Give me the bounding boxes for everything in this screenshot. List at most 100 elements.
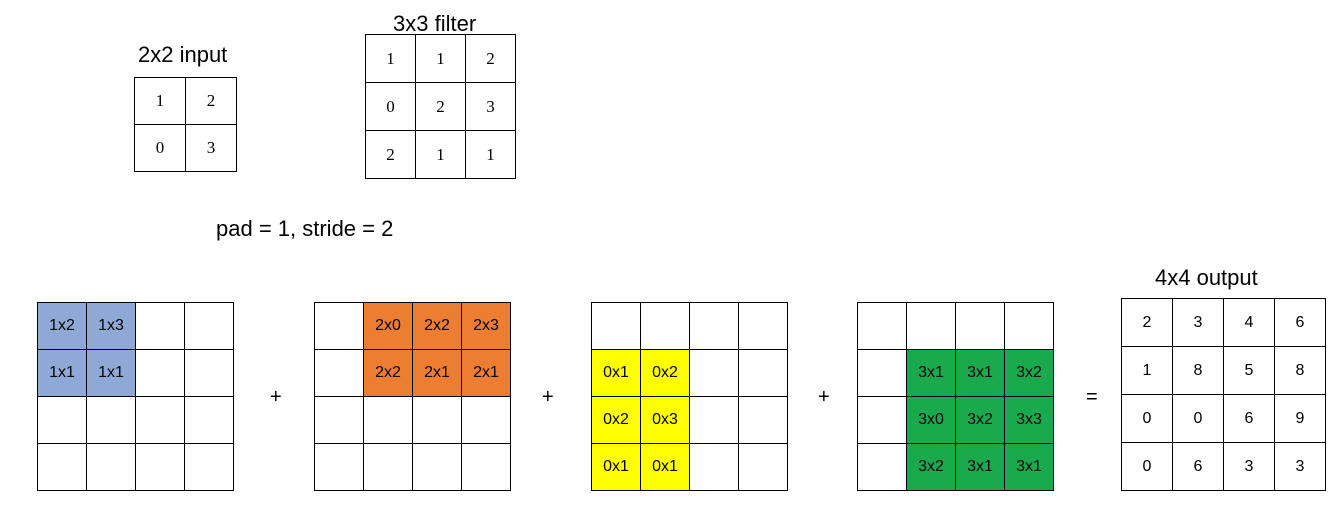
matrix-cell: 8 <box>1172 346 1224 395</box>
matrix-cell <box>738 396 788 444</box>
matrix-cell: 3 <box>465 82 516 131</box>
matrix-cell <box>184 396 234 444</box>
matrix-cell: 2 <box>185 77 237 125</box>
matrix-cell <box>857 302 907 350</box>
matrix-cell <box>738 443 788 491</box>
matrix-cell <box>363 443 413 491</box>
matrix-cell: 1 <box>1121 346 1173 395</box>
matrix-cell <box>689 396 739 444</box>
matrix-cell: 5 <box>1223 346 1275 395</box>
plus-operator: + <box>270 386 282 408</box>
matrix-cell: 8 <box>1274 346 1326 395</box>
matrix-cell <box>906 302 956 350</box>
matrix-cell: 3 <box>1274 442 1326 491</box>
matrix-cell <box>135 396 185 444</box>
matrix-row <box>37 396 234 444</box>
matrix-cell: 9 <box>1274 394 1326 443</box>
matrix-cell: 3x0 <box>906 396 956 444</box>
matrix-cell: 2x1 <box>461 349 511 397</box>
matrix-cell: 0 <box>134 124 186 172</box>
plus-operator: + <box>542 386 554 408</box>
matrix-cell <box>412 443 462 491</box>
matrix-cell: 1 <box>465 130 516 179</box>
matrix-cell: 3 <box>1172 298 1224 347</box>
matrix-cell: 1x1 <box>86 349 136 397</box>
matrix-cell <box>857 396 907 444</box>
matrix-cell: 3x2 <box>906 443 956 491</box>
matrix-cell: 0x1 <box>591 443 641 491</box>
matrix-cell: 1 <box>415 130 466 179</box>
matrix-cell: 3x2 <box>1004 349 1054 397</box>
matrix-cell <box>184 349 234 397</box>
matrix-cell <box>314 396 364 444</box>
matrix-cell <box>314 443 364 491</box>
matrix-cell <box>135 349 185 397</box>
matrix-cell: 3x1 <box>906 349 956 397</box>
matrix-cell <box>184 302 234 350</box>
matrix-cell <box>135 302 185 350</box>
matrix-cell <box>314 349 364 397</box>
matrix-cell: 0 <box>365 82 416 131</box>
matrix-cell <box>461 443 511 491</box>
matrix-cell: 1 <box>415 34 466 83</box>
matrix-cell: 4 <box>1223 298 1275 347</box>
matrix-cell <box>955 302 1005 350</box>
plus-operator: + <box>818 386 830 408</box>
matrix-row <box>314 396 511 444</box>
matrix-cell: 0x2 <box>591 396 641 444</box>
matrix-row <box>591 302 788 350</box>
params-text: pad = 1, stride = 2 <box>216 216 394 241</box>
matrix-cell <box>689 349 739 397</box>
matrix-cell: 1x3 <box>86 302 136 350</box>
matrix-cell: 3x3 <box>1004 396 1054 444</box>
matrix-cell: 1x2 <box>37 302 87 350</box>
matrix-cell: 0 <box>1121 394 1173 443</box>
matrix-cell: 2x1 <box>412 349 462 397</box>
matrix-cell <box>86 443 136 491</box>
matrix-cell: 3x1 <box>955 349 1005 397</box>
matrix-cell: 1x1 <box>37 349 87 397</box>
matrix-cell <box>314 302 364 350</box>
matrix-cell <box>689 302 739 350</box>
matrix-cell: 3x1 <box>1004 443 1054 491</box>
matrix-cell: 3x1 <box>955 443 1005 491</box>
matrix-cell: 6 <box>1274 298 1326 347</box>
matrix-cell <box>461 396 511 444</box>
matrix-cell: 6 <box>1223 394 1275 443</box>
equals-operator: = <box>1086 386 1098 408</box>
matrix-cell: 1 <box>134 77 186 125</box>
matrix-cell <box>135 443 185 491</box>
matrix-cell: 0x3 <box>640 396 690 444</box>
matrix-cell <box>738 302 788 350</box>
matrix-cell: 3 <box>1223 442 1275 491</box>
matrix-row <box>314 443 511 491</box>
matrix-cell: 2x2 <box>412 302 462 350</box>
matrix-cell <box>37 396 87 444</box>
matrix-cell: 0 <box>1121 442 1173 491</box>
matrix-cell: 2 <box>465 34 516 83</box>
matrix-cell: 2x3 <box>461 302 511 350</box>
matrix-cell: 0x1 <box>640 443 690 491</box>
matrix-cell: 2 <box>1121 298 1173 347</box>
matrix-cell <box>412 396 462 444</box>
matrix-cell <box>184 443 234 491</box>
